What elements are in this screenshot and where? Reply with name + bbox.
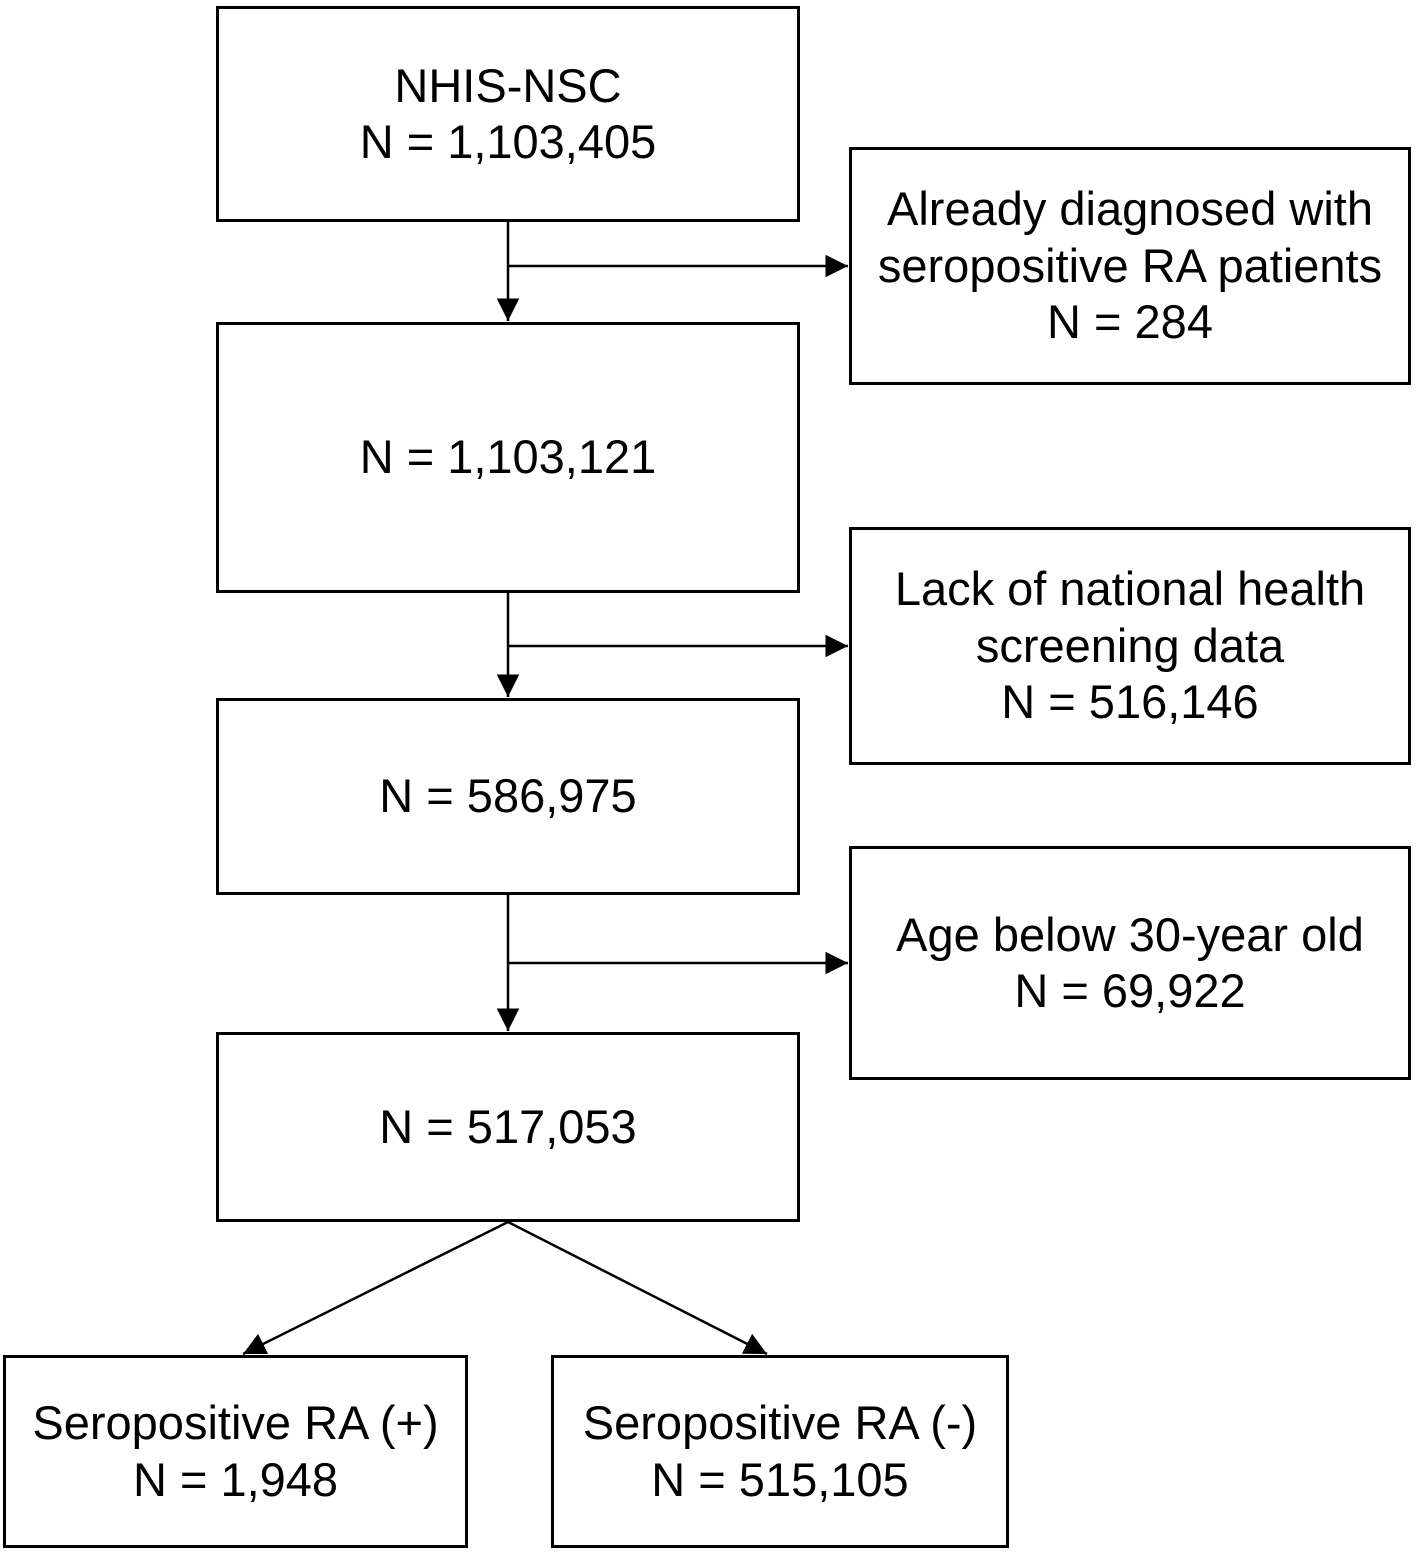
- node-exclusion-already-diagnosed-ra: Already diagnosed with seropositive RA p…: [849, 147, 1411, 385]
- node-exclusion-age-below-30: Age below 30-year old N = 69,922: [849, 846, 1411, 1080]
- node-after-ra-exclusion: N = 1,103,121: [216, 322, 800, 593]
- arrow-to-ra-positive: [242, 1220, 509, 1356]
- node-title: Seropositive RA (+): [32, 1396, 439, 1450]
- node-after-screening-exclusion: N = 586,975: [216, 698, 800, 895]
- node-count: N = 1,103,121: [359, 430, 657, 484]
- node-count: N = 284: [1047, 295, 1213, 349]
- exclusion-reason-line: Lack of national health: [894, 562, 1366, 616]
- exclusion-reason-line: screening data: [975, 618, 1285, 672]
- node-count: N = 586,975: [379, 769, 637, 823]
- exclusion-reason-line: Age below 30-year old: [896, 907, 1364, 961]
- exclusion-reason-line: seropositive RA patients: [877, 238, 1383, 292]
- node-seropositive-ra-negative: Seropositive RA (-) N = 515,105: [551, 1355, 1009, 1548]
- node-count: N = 517,053: [379, 1099, 637, 1153]
- exclusion-reason-line: Already diagnosed with: [887, 182, 1373, 236]
- node-count: N = 516,146: [1001, 675, 1259, 729]
- arrow-to-ra-negative: [507, 1220, 768, 1356]
- node-exclusion-lack-screening-data: Lack of national health screening data N…: [849, 527, 1411, 765]
- node-count: N = 515,105: [651, 1452, 909, 1506]
- node-title: Seropositive RA (-): [582, 1396, 978, 1450]
- node-title: NHIS-NSC: [394, 58, 622, 112]
- node-count: N = 69,922: [1014, 964, 1246, 1017]
- node-after-age-exclusion: N = 517,053: [216, 1032, 800, 1222]
- node-count: N = 1,948: [132, 1452, 339, 1506]
- node-count: N = 1,103,405: [359, 115, 657, 168]
- node-nhis-nsc-population: NHIS-NSC N = 1,103,405: [216, 6, 800, 222]
- node-seropositive-ra-positive: Seropositive RA (+) N = 1,948: [3, 1355, 468, 1548]
